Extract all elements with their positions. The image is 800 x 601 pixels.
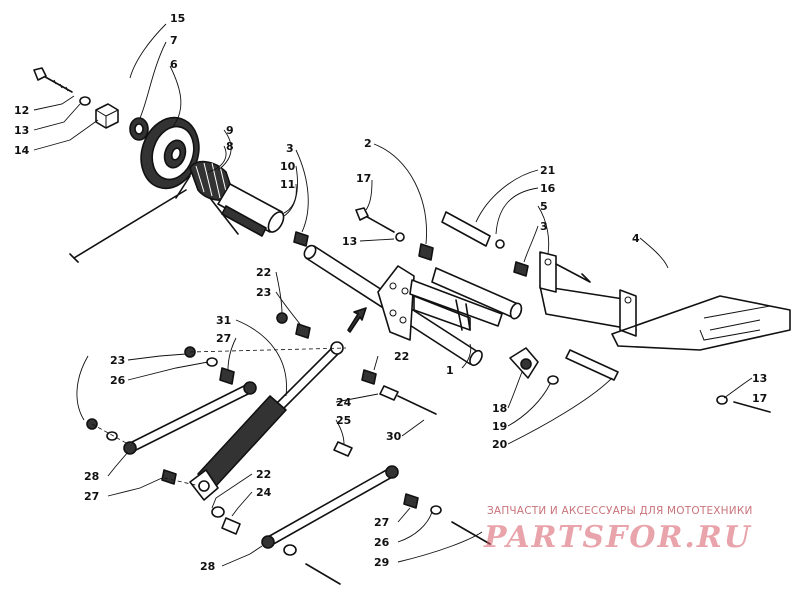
- lower-shaft: [565, 349, 619, 381]
- idler-wheel-assembly: [33, 67, 309, 263]
- callout-27-lower: 27: [374, 516, 389, 529]
- callout-9: 9: [226, 124, 234, 137]
- callout-20: 20: [492, 438, 508, 451]
- direction-arrow: [347, 307, 367, 333]
- watermark-logo: PARTSFOR.RU: [484, 520, 752, 555]
- callout-28-lower: 28: [200, 560, 215, 573]
- shock-absorber: [197, 395, 287, 489]
- arm-mounting-plate: [377, 265, 415, 341]
- shock-link-assembly: [86, 312, 491, 585]
- callout-3: 3: [286, 142, 294, 155]
- callout-8: 8: [226, 140, 234, 153]
- callout-27-left: 27: [84, 490, 99, 503]
- leader-lines: [33, 23, 753, 567]
- callout-14: 14: [14, 144, 30, 157]
- callout-23: 23: [256, 286, 271, 299]
- callout-7: 7: [170, 34, 178, 47]
- upper-link: [127, 383, 249, 445]
- bushing: [293, 231, 309, 247]
- callout-17-right: 17: [752, 392, 767, 405]
- callout-labels: 15 7 6 12 13 14 9 8 3 10 11 2 17 13 21 1…: [14, 12, 767, 573]
- callout-24: 24: [336, 396, 352, 409]
- callout-25: 25: [336, 414, 351, 427]
- watermark-tagline: ЗАПЧАСТИ И АКСЕССУАРЫ ДЛЯ МОТОТЕХНИКИ: [487, 505, 753, 517]
- callout-22-lower: 22: [256, 468, 271, 481]
- callout-1: 1: [446, 364, 454, 377]
- callout-13: 13: [14, 124, 29, 137]
- callout-6: 6: [170, 58, 178, 71]
- callout-5: 5: [540, 200, 548, 213]
- callout-28: 28: [84, 470, 99, 483]
- pivot-bushing: [418, 243, 434, 261]
- callout-11: 11: [280, 178, 295, 191]
- callout-31: 31: [216, 314, 231, 327]
- callout-10: 10: [280, 160, 296, 173]
- callout-12: 12: [14, 104, 29, 117]
- callout-22: 22: [256, 266, 271, 279]
- callout-13-center: 13: [342, 235, 357, 248]
- lower-link: [265, 467, 391, 539]
- spring-arm-rod: [73, 189, 187, 259]
- callout-3-right: 3: [540, 220, 548, 233]
- callout-29: 29: [374, 556, 389, 569]
- callout-17: 17: [356, 172, 371, 185]
- callout-30: 30: [386, 430, 402, 443]
- callout-26: 26: [110, 374, 126, 387]
- callout-19: 19: [492, 420, 507, 433]
- callout-23-left: 23: [110, 354, 125, 367]
- callout-4: 4: [632, 232, 640, 245]
- slide-rail: [611, 295, 791, 351]
- callout-15: 15: [170, 12, 185, 25]
- callout-18: 18: [492, 402, 507, 415]
- rear-pin: [441, 211, 491, 247]
- callout-22-center: 22: [394, 350, 409, 363]
- front-arm-assembly: [303, 207, 523, 367]
- callout-24-lower: 24: [256, 486, 272, 499]
- washer: [79, 96, 91, 106]
- callout-13-right: 13: [752, 372, 767, 385]
- callout-2: 2: [364, 137, 372, 150]
- callout-21: 21: [540, 164, 555, 177]
- callout-16: 16: [540, 182, 556, 195]
- callout-26-lower: 26: [374, 536, 390, 549]
- callout-27: 27: [216, 332, 231, 345]
